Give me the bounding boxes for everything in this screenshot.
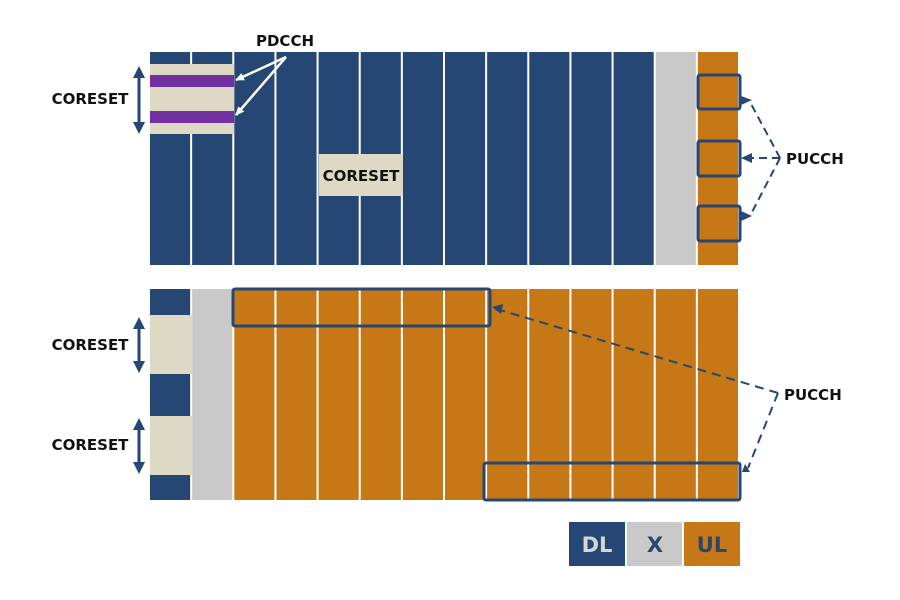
symbol-dl (571, 52, 612, 265)
pucch-dashed-line (747, 392, 779, 469)
pucch-dashed-line (749, 101, 781, 159)
arrow-left-icon (492, 304, 503, 314)
pdcch-candidate (150, 75, 234, 87)
symbol-ul (487, 289, 528, 500)
symbol-dl (402, 52, 443, 265)
arrow-right-icon (741, 96, 752, 105)
pdcch-arrow (235, 55, 287, 82)
symbol-dl (234, 52, 275, 265)
symbol-ul (445, 289, 486, 500)
arrow-down-icon (133, 462, 145, 474)
coreset-region (150, 64, 234, 134)
legend: DL X UL (569, 522, 740, 566)
symbol-ul (360, 289, 401, 500)
pucch-box (696, 139, 742, 178)
symbol-ul (318, 289, 359, 500)
coreset-label-bottom-2: CORESET (52, 436, 130, 454)
symbol-dl (613, 52, 654, 265)
pdcch-label: PDCCH (256, 32, 314, 50)
symbol-x (192, 289, 233, 500)
pucch-dashed-line (749, 157, 781, 217)
arrow-up-icon (133, 66, 145, 78)
bottom-pucch-pointers (499, 309, 779, 469)
legend-label-ul: UL (697, 533, 727, 557)
arrow-right-icon (741, 211, 752, 221)
symbol-dl (487, 52, 528, 265)
arrow-down-icon (133, 361, 145, 373)
symbol-ul (276, 289, 317, 500)
top-coreset-block (150, 64, 234, 134)
legend-swatch-x (627, 522, 682, 566)
arrow-left-icon (741, 153, 752, 163)
arrow-up-icon (133, 317, 145, 329)
coreset-label-top: CORESET (52, 90, 130, 108)
pucch-box (696, 204, 742, 243)
symbol-dl (445, 52, 486, 265)
legend-label-x: X (647, 533, 663, 557)
arrow-up-icon (133, 418, 145, 430)
legend-label-dl: DL (582, 533, 613, 557)
coreset-middle-label: CORESET (323, 167, 401, 185)
symbol-ul (402, 289, 443, 500)
coreset-label-bottom-1: CORESET (52, 336, 130, 354)
coreset-region (150, 416, 192, 475)
symbol-ul (697, 289, 738, 500)
symbol-x (655, 52, 696, 265)
coreset-region (150, 315, 192, 374)
pdcch-candidate (150, 111, 234, 123)
symbol-ul (613, 289, 654, 500)
coreset-middle-box: CORESET (319, 154, 403, 196)
symbol-ul (655, 289, 696, 500)
pdcch-arrow (235, 56, 287, 116)
pucch-label-top: PUCCH (786, 150, 844, 168)
pucch-label-bottom: PUCCH (784, 386, 842, 404)
legend-swatch-dl (569, 522, 625, 566)
legend-swatch-ul (684, 522, 740, 566)
top-slot (150, 52, 738, 265)
pucch-box (696, 73, 742, 111)
symbol-ul (234, 289, 275, 500)
symbol-dl (529, 52, 570, 265)
pucch-box (482, 461, 742, 502)
arrow-down-icon (133, 122, 145, 134)
arrow-down-icon (742, 464, 750, 472)
bottom-slot (150, 289, 738, 500)
pucch-dashed-line (499, 309, 779, 394)
symbol-ul (529, 289, 570, 500)
pucch-box (231, 287, 492, 328)
symbol-dl (276, 52, 317, 265)
top-pucch-boxes (696, 73, 742, 243)
symbol-ul (571, 289, 612, 500)
symbol-ul (697, 52, 738, 265)
